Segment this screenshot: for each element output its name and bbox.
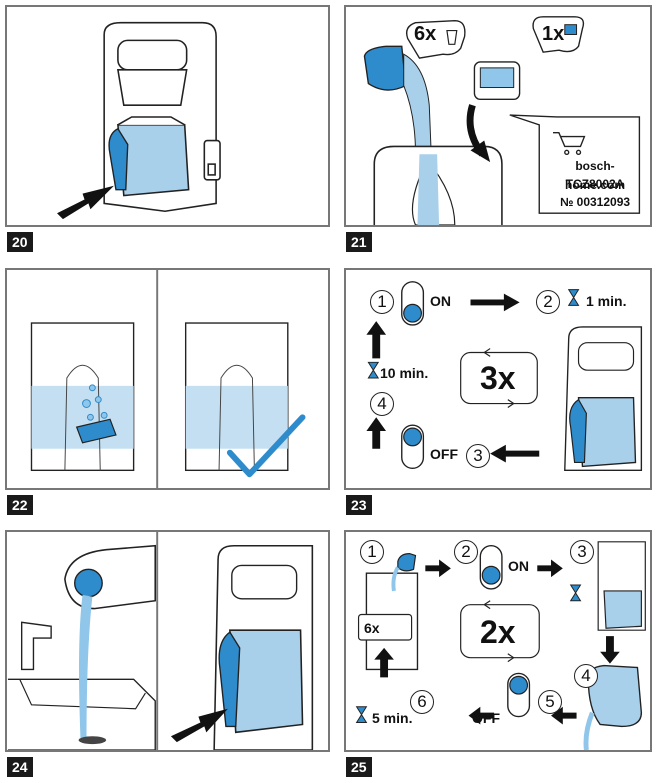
step-3-circle: 3 xyxy=(570,540,594,564)
fill-water-add-tablet-illustration xyxy=(363,16,641,225)
on-label: ON xyxy=(430,293,451,309)
figure-24-panel xyxy=(5,530,330,752)
figure-21-panel: 6x 1x bosch-home.com TCZ8002A № 00312093 xyxy=(344,5,652,227)
step-6-circle: 6 xyxy=(410,690,434,714)
step-3-circle: 3 xyxy=(466,444,490,468)
rinse-jug-and-reinsert-illustration xyxy=(7,532,314,750)
figure-23-number: 23 xyxy=(346,495,372,515)
on-label: ON xyxy=(508,558,529,574)
figure-25-panel: 1 2 ON 3 6x 2x 4 6 5 min. OFF 5 xyxy=(344,530,652,752)
off-label: OFF xyxy=(472,710,500,726)
step-2-circle: 2 xyxy=(536,290,560,314)
step-2-circle: 2 xyxy=(454,540,478,564)
wait-5-min-label: 5 min. xyxy=(372,710,413,726)
coffee-maker-insert-jug-illustration xyxy=(57,21,221,220)
descaling-cycle-diagram xyxy=(366,281,643,472)
cup-count-label: 6x xyxy=(414,23,437,45)
figure-24-number: 24 xyxy=(7,757,33,777)
tablet-count-label: 1x xyxy=(542,23,565,45)
step-4-circle: 4 xyxy=(574,664,598,688)
figure-20-panel xyxy=(5,5,330,227)
rinse-cycle-diagram xyxy=(355,541,646,750)
off-label: OFF xyxy=(430,446,458,462)
wait-1-min-label: 1 min. xyxy=(586,293,627,309)
article-number: № 00312093 xyxy=(559,195,631,209)
figure-25-number: 25 xyxy=(346,757,372,777)
step-1-circle: 1 xyxy=(360,540,384,564)
wait-10-min-label: 10 min. xyxy=(380,365,429,381)
figure-22-panel xyxy=(5,268,330,490)
step-4-circle: 4 xyxy=(370,392,394,416)
repeat-2x-label: 2x xyxy=(480,614,516,650)
tablet-dissolving-illustration xyxy=(30,270,306,488)
step-5-circle: 5 xyxy=(538,690,562,714)
figure-23-panel: 1 ON 2 1 min. 10 min. 4 3x OFF 3 xyxy=(344,268,652,490)
figure-22-number: 22 xyxy=(7,495,33,515)
shop-url: bosch-home.com xyxy=(564,159,625,192)
figure-21-number: 21 xyxy=(346,232,372,252)
step-1-circle: 1 xyxy=(370,290,394,314)
repeat-3x-label: 3x xyxy=(480,360,516,396)
cup-count-label: 6x xyxy=(364,620,380,636)
product-code: TCZ8002A xyxy=(565,177,625,191)
figure-20-number: 20 xyxy=(7,232,33,252)
